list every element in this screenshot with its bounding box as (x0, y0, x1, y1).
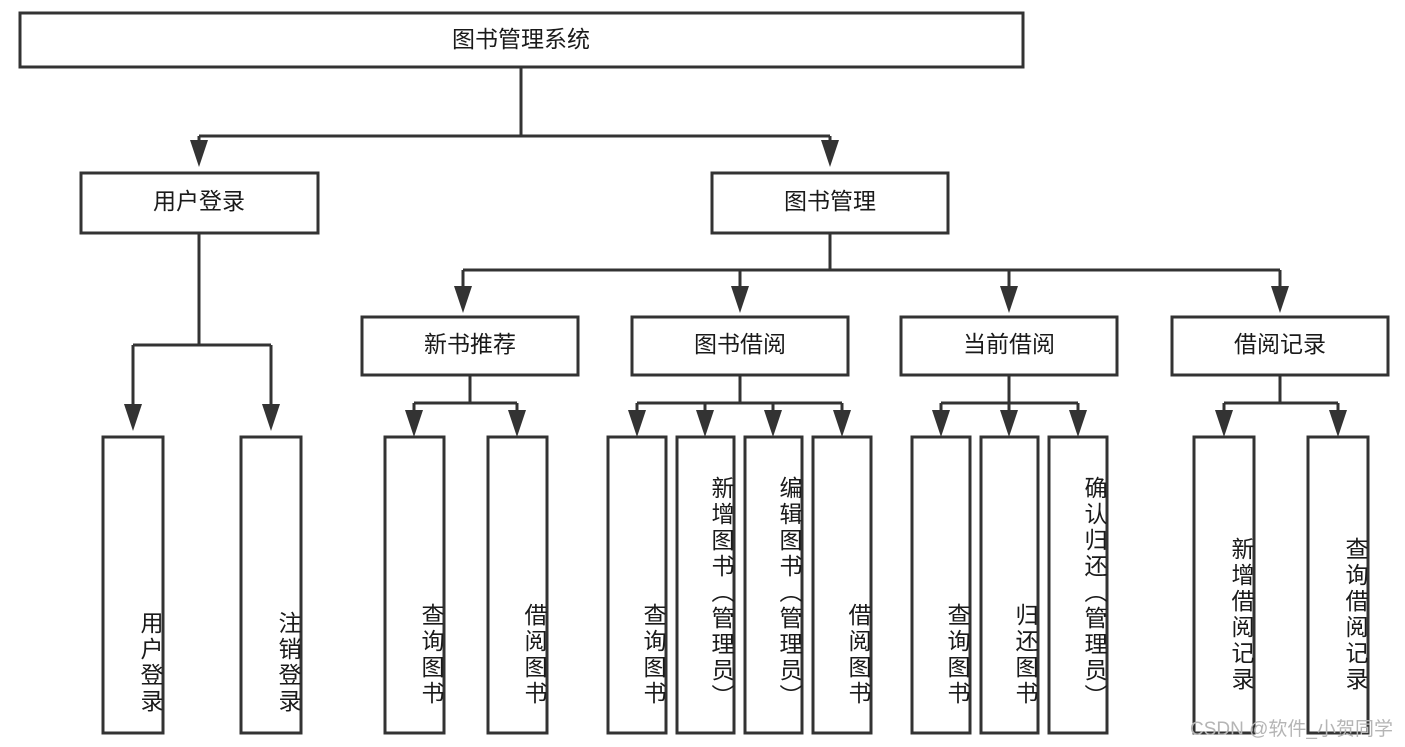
connector-group-user-login (124, 233, 280, 431)
arrowhead-leaf-confirm-return (1069, 410, 1087, 437)
arrowhead-leaf-query-book-1 (405, 410, 423, 437)
leaf-box-return-book[interactable] (979, 435, 1040, 735)
node-current-borrow-box[interactable] (899, 315, 1119, 377)
leaf-box-query-book-3[interactable] (910, 435, 972, 735)
node-user-login-box[interactable] (79, 171, 320, 235)
leaf-box-logout-login[interactable] (239, 435, 303, 735)
arrowhead-leaf-borrow-book-2 (833, 410, 851, 437)
node-book-manage-label: 图书管理 (784, 188, 876, 214)
arrowhead-to-current-borrow (1000, 286, 1018, 313)
arrowhead-leaf-borrow-book-1 (508, 410, 526, 437)
arrowhead-leaf-query-book-3 (932, 410, 950, 437)
arrowhead-leaf-edit-book (764, 410, 782, 437)
leaf-boxes (101, 435, 1370, 735)
leaf-box-query-record[interactable] (1306, 435, 1370, 735)
node-user-login[interactable]: 用户登录 (79, 171, 320, 235)
node-borrow-record-label: 借阅记录 (1234, 331, 1326, 357)
connector-group-borrow-record (1215, 375, 1347, 437)
node-new-book-recommend-box[interactable] (360, 315, 580, 377)
node-borrow-record[interactable]: 借阅记录 (1170, 315, 1390, 377)
arrowhead-leaf-user-login (124, 404, 142, 431)
leaf-box-query-book-2[interactable] (606, 435, 668, 735)
leaf-box-borrow-book-2[interactable] (811, 435, 873, 735)
arrowhead-leaf-query-book-2 (628, 410, 646, 437)
arrowhead-to-user-login (190, 140, 208, 167)
node-current-borrow-label: 当前借阅 (963, 331, 1055, 357)
node-user-login-label: 用户登录 (153, 188, 245, 214)
arrowhead-leaf-return-book (1000, 410, 1018, 437)
leaf-box-user-login[interactable] (101, 435, 165, 735)
node-root-box[interactable] (18, 11, 1025, 69)
node-book-manage[interactable]: 图书管理 (710, 171, 950, 235)
arrowhead-leaf-add-record (1215, 410, 1233, 437)
arrowhead-to-new-book-recommend (454, 286, 472, 313)
node-new-book-recommend[interactable]: 新书推荐 (360, 315, 580, 377)
node-root-label: 图书管理系统 (452, 26, 590, 52)
node-book-borrow[interactable]: 图书借阅 (630, 315, 850, 377)
connector-group-book-borrow (628, 375, 851, 437)
node-book-manage-box[interactable] (710, 171, 950, 235)
arrowhead-leaf-query-record (1329, 410, 1347, 437)
leaf-box-edit-book[interactable] (743, 435, 804, 735)
connector-group-root (190, 67, 839, 167)
arrowhead-leaf-add-book (696, 410, 714, 437)
node-borrow-record-box[interactable] (1170, 315, 1390, 377)
node-current-borrow[interactable]: 当前借阅 (899, 315, 1119, 377)
leaf-box-borrow-book-1[interactable] (486, 435, 549, 735)
leaf-box-query-book-1[interactable] (383, 435, 446, 735)
connector-group-current-borrow (932, 375, 1087, 437)
leaf-box-confirm-return[interactable] (1047, 435, 1109, 735)
node-book-borrow-box[interactable] (630, 315, 850, 377)
arrowhead-to-borrow-record (1271, 286, 1289, 313)
arrowhead-to-book-borrow (731, 286, 749, 313)
leaf-box-add-record[interactable] (1192, 435, 1256, 735)
node-book-borrow-label: 图书借阅 (694, 331, 786, 357)
connector-group-new-book-recommend (405, 375, 526, 437)
node-new-book-recommend-label: 新书推荐 (424, 331, 516, 357)
arrowhead-leaf-logout-login (262, 404, 280, 431)
watermark-text: CSDN @软件_小贺同学 (1190, 719, 1393, 740)
connector-group-book-manage (454, 233, 1289, 313)
arrowhead-to-book-manage (821, 140, 839, 167)
leaf-box-add-book[interactable] (675, 435, 736, 735)
node-root[interactable]: 图书管理系统 (18, 11, 1025, 69)
